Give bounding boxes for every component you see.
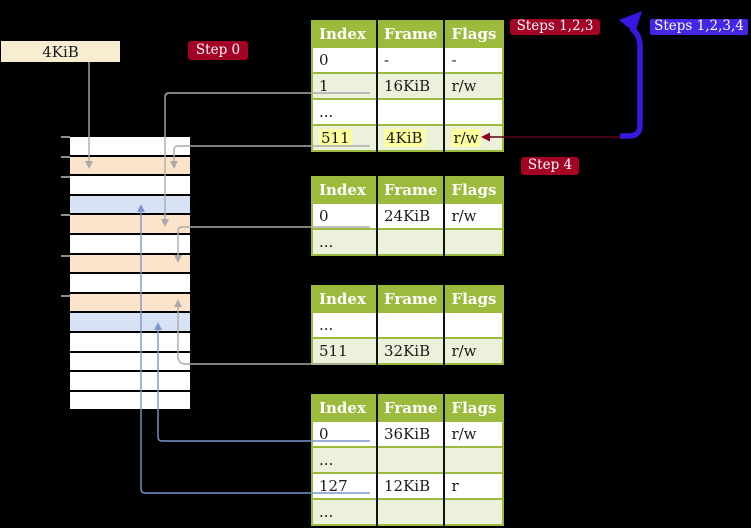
table-row: ...: [312, 311, 504, 338]
table-row: ...: [312, 228, 504, 255]
memory-cell: [70, 234, 190, 253]
steps1234-badge: Steps 1,2,3,4: [650, 19, 748, 35]
cell-flags: r/w: [451, 207, 477, 225]
cell-frame: 32KiB: [384, 342, 431, 360]
step0-badge: Step 0: [188, 41, 248, 60]
cell-flags: r: [451, 477, 459, 495]
column-header-index: Index: [312, 177, 378, 203]
memory-cell: [70, 352, 190, 371]
cell-index: ...: [319, 316, 334, 334]
memory-cell: [70, 137, 190, 155]
memory-cell: [70, 254, 190, 273]
address-tick: [61, 156, 70, 158]
memory-cell: [70, 215, 190, 233]
memory-cell: [70, 195, 190, 214]
step4-badge: Step 4: [521, 157, 579, 175]
page-table-4: Index Frame Flags 0 36KiB r/w ... 127 12…: [311, 394, 505, 526]
address-tick: [61, 295, 70, 297]
address-tick: [61, 136, 70, 138]
cell-index: ...: [319, 103, 334, 121]
column-header-flags: Flags: [444, 21, 504, 47]
cell-index: 1: [319, 77, 329, 95]
arrowhead-up-left-icon: [619, 11, 642, 33]
loop-arrow-line: [620, 25, 643, 139]
cell-flags: r/w: [451, 77, 477, 95]
cell-index: 0: [319, 51, 329, 69]
address-tick: [61, 214, 70, 216]
memory-cell: [70, 156, 190, 175]
cell-frame: 16KiB: [384, 77, 431, 95]
column-header-frame: Frame: [377, 177, 446, 203]
column-header-index: Index: [312, 21, 378, 47]
table-row: 1 16KiB r/w: [312, 72, 504, 99]
page-table-1: Index Frame Flags 0 - - 1 16KiB r/w ... …: [311, 20, 505, 152]
cell-index: ...: [319, 503, 334, 521]
column-header-flags: Flags: [444, 286, 504, 312]
column-header-index: Index: [312, 286, 378, 312]
memory-cell: [70, 391, 190, 410]
memory-cell: [70, 293, 190, 312]
table-row: ...: [312, 498, 504, 525]
column-header-flags: Flags: [444, 395, 504, 421]
memory-cell: [70, 332, 190, 351]
table-header-row: Index Frame Flags: [312, 21, 504, 47]
column-header-index: Index: [312, 395, 378, 421]
column-header-flags: Flags: [444, 177, 504, 203]
table-header-row: Index Frame Flags: [312, 177, 504, 203]
cell-index: 127: [319, 477, 348, 495]
column-header-frame: Frame: [377, 21, 446, 47]
table-row: ...: [312, 446, 504, 473]
memory-cell: [70, 372, 190, 390]
table-row: ...: [312, 98, 504, 125]
cell-frame: 36KiB: [384, 425, 431, 443]
cell-frame: 4KiB: [384, 129, 425, 147]
steps123-badge: Steps 1,2,3: [510, 19, 600, 35]
cell-flags: r/w: [451, 425, 477, 443]
cell-index: 511: [319, 342, 348, 360]
memory-cell: [70, 176, 190, 194]
page-table-2: Index Frame Flags 0 24KiB r/w ...: [311, 176, 505, 256]
cell-index: ...: [319, 451, 334, 469]
address-tick: [61, 255, 70, 257]
cell-index: ...: [319, 233, 334, 251]
page-table-3: Index Frame Flags ... 511 32KiB r/w: [311, 285, 505, 365]
cell-frame: 12KiB: [384, 477, 431, 495]
table-header-row: Index Frame Flags: [312, 395, 504, 421]
cell-index: 0: [319, 207, 329, 225]
cell-frame: -: [384, 51, 390, 69]
table-row: 0 36KiB r/w: [312, 420, 504, 447]
column-header-frame: Frame: [377, 286, 446, 312]
page-size-label: 4KiB: [1, 41, 120, 62]
table-row: 0 - -: [312, 46, 504, 73]
cell-flags: r/w: [451, 342, 477, 360]
physical-memory-column: [70, 137, 190, 410]
cell-frame: 24KiB: [384, 207, 431, 225]
memory-cell: [70, 274, 190, 292]
cell-index: 511: [319, 129, 352, 147]
address-tick: [61, 176, 70, 178]
table-row: 127 12KiB r: [312, 472, 504, 499]
table-row: 0 24KiB r/w: [312, 202, 504, 229]
cell-index: 0: [319, 425, 329, 443]
cell-flags: -: [451, 51, 457, 69]
table-header-row: Index Frame Flags: [312, 286, 504, 312]
cell-flags: r/w: [451, 129, 481, 147]
table-row: 511 32KiB r/w: [312, 337, 504, 364]
table-row-recursive-entry: 511 4KiB r/w: [312, 124, 504, 151]
column-header-frame: Frame: [377, 395, 446, 421]
memory-cell: [70, 313, 190, 331]
recursive-blue-loop-arrow: [619, 11, 643, 139]
